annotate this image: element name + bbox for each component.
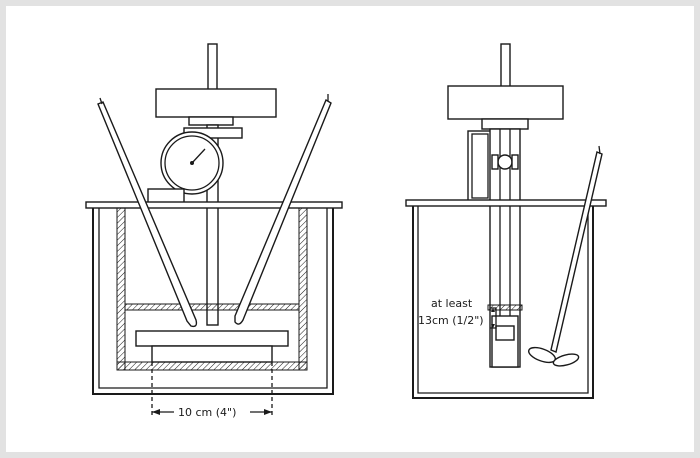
left-base-plate (135, 330, 289, 347)
right-tank (412, 206, 594, 399)
depth-label-line2: 13cm (1/2") (418, 314, 484, 327)
left-lid (85, 201, 343, 209)
left-shelf (124, 303, 300, 311)
left-weight (155, 88, 277, 118)
left-shaft (206, 124, 219, 326)
left-inner-floor (116, 361, 308, 371)
apparatus-diagram: 10 cm (4") (85, 43, 607, 419)
dial-gauge-needle (191, 148, 206, 164)
left-inner-wall-left (116, 207, 126, 371)
right-bracket (481, 118, 529, 130)
depth-annotation: at least 13cm (1/2") (418, 297, 497, 329)
left-base-foot (151, 345, 273, 363)
spacing-label: 10 cm (4") (178, 406, 236, 419)
left-inner-wall-right (298, 207, 308, 371)
right-rod (500, 43, 511, 89)
left-rod (207, 43, 218, 93)
left-dimension: 10 cm (4") (151, 362, 273, 419)
right-apparatus: at least 13cm (1/2") (405, 43, 607, 399)
left-outer-tank (92, 208, 334, 395)
left-bracket (188, 116, 234, 126)
right-lid (405, 199, 607, 207)
depth-label-line1: at least (431, 297, 473, 310)
left-thermometer-1 (97, 97, 198, 328)
right-water-mark (487, 304, 523, 311)
left-thermometer-2 (234, 94, 332, 325)
dial-gauge-face (164, 135, 220, 191)
right-weight (447, 85, 564, 120)
right-ball (497, 154, 513, 170)
right-stirrer (527, 145, 603, 367)
stirrer-blade-2 (552, 353, 580, 367)
left-apparatus: 10 cm (4") (85, 43, 343, 419)
dial-gauge-stem (147, 188, 185, 204)
